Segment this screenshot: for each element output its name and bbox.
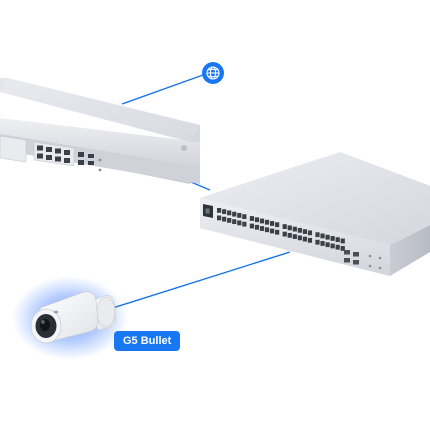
switch-port — [217, 208, 221, 213]
switch-port — [288, 225, 292, 230]
switch-port — [315, 240, 319, 245]
switch-port — [255, 225, 259, 230]
switch-port — [315, 232, 319, 237]
switch-port — [288, 233, 292, 238]
switch-port — [222, 217, 226, 222]
switch-port — [227, 210, 231, 215]
switch-port — [242, 222, 246, 227]
switch-port — [283, 224, 287, 229]
switch-port — [298, 228, 302, 233]
switch-port — [308, 230, 312, 235]
link-router-to-internet — [122, 75, 203, 104]
switch-port — [298, 235, 302, 240]
switch-port — [326, 235, 330, 240]
switch-port — [331, 236, 335, 241]
switch-port — [250, 216, 254, 221]
internet-node[interactable] — [202, 62, 224, 84]
switch-port — [320, 234, 324, 239]
switch-port — [326, 242, 330, 247]
switch-port — [260, 219, 264, 224]
switch-port — [283, 232, 287, 237]
globe-icon — [207, 67, 219, 79]
switch-port — [303, 229, 307, 234]
switch-port — [341, 239, 345, 244]
switch-port — [293, 227, 297, 232]
switch-port — [222, 209, 226, 214]
switch-port — [250, 224, 254, 229]
link-switch-to-camera — [100, 252, 290, 312]
switch-port — [265, 220, 269, 225]
switch-port — [331, 244, 335, 249]
switch-port — [270, 221, 274, 226]
gateway-device[interactable] — [0, 78, 200, 184]
switch-port — [242, 214, 246, 219]
switch-port — [232, 219, 236, 224]
switch-port — [227, 218, 231, 223]
switch-port — [217, 216, 221, 221]
switch-port — [270, 229, 274, 234]
switch-port — [232, 212, 236, 217]
switch-port — [275, 230, 279, 235]
switch-device[interactable] — [200, 152, 430, 282]
switch-port — [260, 226, 264, 231]
switch-port — [255, 217, 259, 222]
switch-port — [320, 241, 324, 246]
switch-port — [336, 245, 340, 250]
switch-port — [336, 237, 340, 242]
switch-port — [303, 237, 307, 242]
switch-port — [265, 227, 269, 232]
switch-port — [275, 222, 279, 227]
switch-port — [293, 234, 297, 239]
switch-port — [308, 238, 312, 243]
camera-label: G5 Bullet — [114, 331, 180, 351]
switch-port — [237, 220, 241, 225]
switch-port — [237, 213, 241, 218]
